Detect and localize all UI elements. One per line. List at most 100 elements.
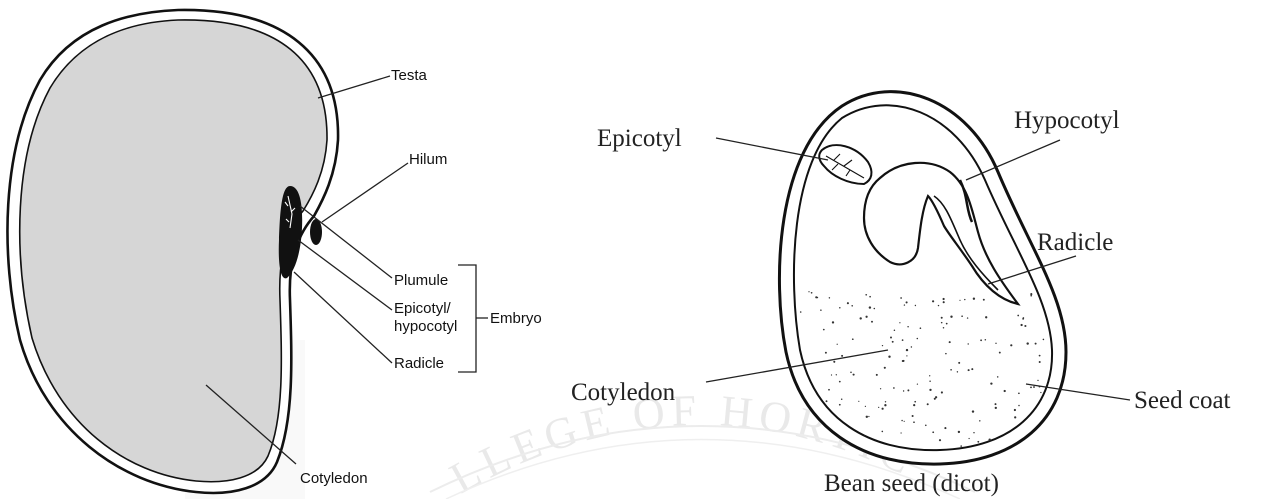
stipple-dot xyxy=(904,304,905,305)
stipple-dot xyxy=(995,343,996,344)
stipple-dot xyxy=(959,300,960,301)
stipple-dot xyxy=(973,432,974,433)
stipple-dot xyxy=(906,355,907,356)
stipple-dot xyxy=(884,367,886,369)
stipple-dot xyxy=(882,431,884,433)
stipple-dot xyxy=(945,353,947,355)
stipple-dot xyxy=(1037,380,1038,381)
stipple-dot xyxy=(1039,355,1041,357)
stipple-dot xyxy=(1022,318,1024,320)
stipple-dot xyxy=(851,305,853,307)
stipple-dot xyxy=(972,410,974,412)
stipple-dot xyxy=(836,374,837,375)
stipple-dot xyxy=(1027,342,1029,344)
seed-coat-outline xyxy=(779,92,1066,464)
stipple-dot xyxy=(860,317,862,319)
stipple-dot xyxy=(900,432,901,433)
label-cotyledon-right: Cotyledon xyxy=(571,379,676,406)
stipple-dot xyxy=(823,329,825,331)
stipple-dot xyxy=(890,337,892,339)
stipple-dot xyxy=(903,390,904,391)
left-seed-diagram: Testa Hilum Plumule Epicotyl/ hypocotyl … xyxy=(7,10,541,493)
stipple-dot xyxy=(871,321,873,323)
stipple-dot xyxy=(1030,295,1032,297)
stipple-dot xyxy=(946,323,948,325)
label-cotyledon: Cotyledon xyxy=(300,470,368,487)
stipple-dot xyxy=(1004,390,1006,392)
stipple-dot xyxy=(929,375,930,376)
stipple-dot xyxy=(944,427,946,429)
stipple-dot xyxy=(866,416,868,418)
stipple-dot xyxy=(925,425,927,427)
stipple-dot xyxy=(902,339,904,341)
stipple-dot xyxy=(935,396,937,398)
stipple-dot xyxy=(941,322,943,324)
stipple-dot xyxy=(914,401,916,403)
stipple-dot xyxy=(1010,344,1012,346)
stipple-dot xyxy=(837,344,838,345)
stipple-dot xyxy=(853,374,855,376)
stipple-dot xyxy=(884,404,886,406)
stipple-dot xyxy=(888,356,890,358)
stipple-dot xyxy=(829,297,830,298)
stipple-dot xyxy=(841,355,843,357)
stipple-dot xyxy=(865,294,867,296)
stipple-dot xyxy=(852,338,854,340)
hilum-shape xyxy=(310,219,322,245)
diagram-caption: Bean seed (dicot) xyxy=(824,470,999,497)
stipple-dot xyxy=(1014,409,1016,411)
stipple-dot xyxy=(973,298,975,300)
label-testa: Testa xyxy=(391,67,428,84)
stipple-dot xyxy=(904,421,905,422)
stipple-dot xyxy=(927,403,929,405)
stipple-dot xyxy=(907,326,908,327)
stipple-dot xyxy=(917,383,918,384)
stipple-dot xyxy=(960,445,962,447)
stipple-dot xyxy=(929,381,930,382)
stipple-dot xyxy=(841,398,842,399)
stipple-dot xyxy=(874,308,876,310)
stipple-dot xyxy=(990,382,992,384)
stipple-dot xyxy=(917,338,919,340)
stipple-dot xyxy=(980,339,982,341)
stipple-dot xyxy=(958,362,960,364)
stipple-dot xyxy=(995,407,997,409)
stipple-dot xyxy=(901,420,903,422)
stipple-dot xyxy=(915,305,916,306)
stipple-dot xyxy=(932,431,934,433)
stipple-dot xyxy=(1032,439,1034,441)
embryo-shape xyxy=(279,186,302,278)
stipple-dot xyxy=(839,307,841,309)
stipple-dot xyxy=(941,391,943,393)
label-epicotyl: Epicotyl xyxy=(597,125,682,152)
stipple-dot xyxy=(913,404,915,406)
stipple-dot xyxy=(977,441,979,443)
stipple-dot xyxy=(1018,392,1020,394)
stipple-dot xyxy=(832,321,834,323)
stipple-dot xyxy=(997,376,999,378)
stipple-dot xyxy=(985,316,987,318)
stipple-dot xyxy=(906,301,908,303)
stipple-dot xyxy=(943,301,945,303)
stipple-dot xyxy=(899,322,900,323)
stipple-dot xyxy=(800,311,802,313)
stipple-dot xyxy=(967,317,968,318)
stipple-dot xyxy=(1043,339,1045,341)
label-hypocotyl: Hypocotyl xyxy=(1014,107,1120,134)
stipple-dot xyxy=(920,327,922,329)
stipple-dot xyxy=(839,381,841,383)
stipple-dot xyxy=(868,416,869,417)
stipple-dot xyxy=(968,343,969,344)
stipple-dot xyxy=(939,439,941,441)
stipple-dot xyxy=(1014,416,1016,418)
stipple-dot xyxy=(825,352,827,354)
stipple-dot xyxy=(878,407,879,408)
label-radicle-right: Radicle xyxy=(1037,229,1113,256)
stipple-dot xyxy=(1024,325,1026,327)
stipple-dot xyxy=(999,352,1001,354)
stipple-dot xyxy=(1020,324,1022,326)
stipple-dot xyxy=(985,339,987,341)
stipple-dot xyxy=(943,298,945,300)
stipple-dot xyxy=(1035,343,1037,345)
stipple-dot xyxy=(820,309,822,311)
